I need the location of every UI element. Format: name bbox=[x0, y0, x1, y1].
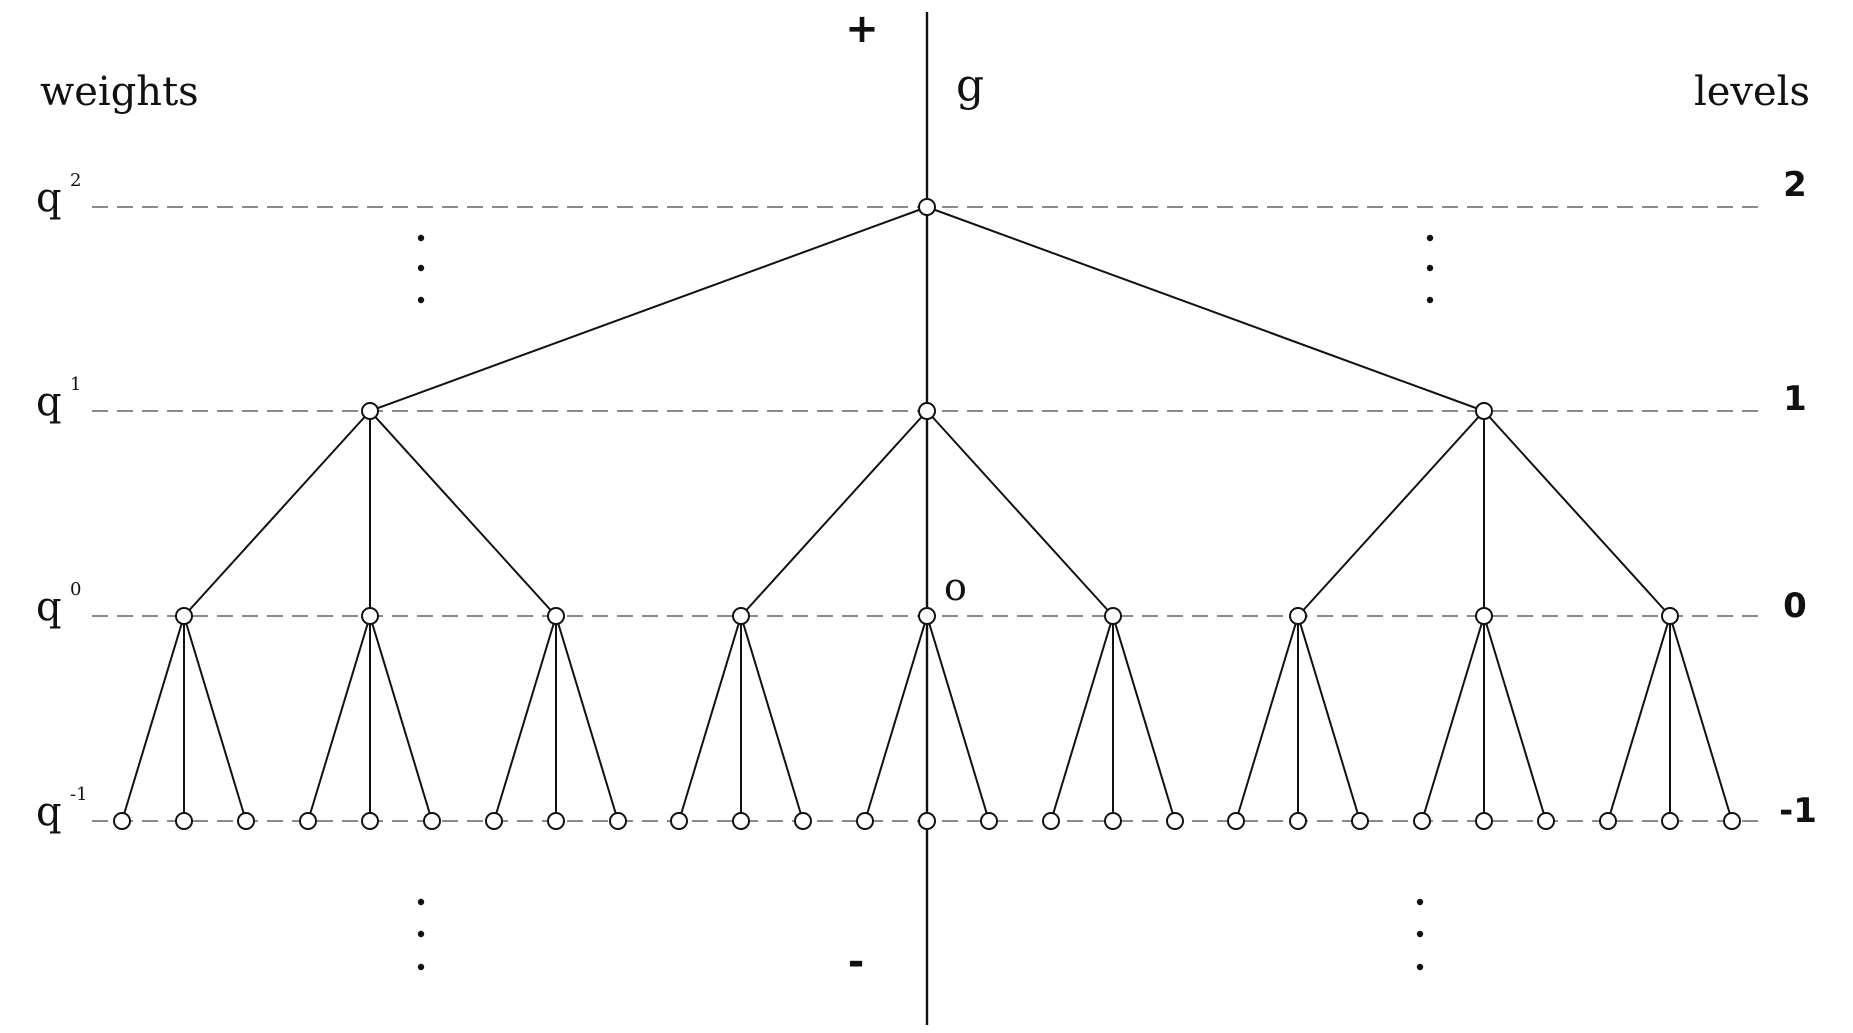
tree-edge bbox=[926, 615, 990, 822]
weight-label-q2: q 2 bbox=[36, 170, 81, 221]
tree-edge bbox=[926, 206, 1485, 412]
vertical-ellipsis-top-left bbox=[417, 234, 425, 304]
tree-edge bbox=[1235, 615, 1299, 822]
tree-node-level-minus-1 bbox=[1104, 812, 1122, 830]
tree-edge bbox=[555, 615, 619, 822]
tree-node-level-0 bbox=[918, 607, 936, 625]
tree-node-level-minus-1 bbox=[1537, 812, 1555, 830]
tree-node-level-minus-1 bbox=[1413, 812, 1431, 830]
plus-sign: + bbox=[845, 6, 879, 52]
tree-node-level-minus-1 bbox=[794, 812, 812, 830]
tree-edge bbox=[1483, 410, 1671, 617]
tree-node-level-minus-1 bbox=[1042, 812, 1060, 830]
tree-edge bbox=[183, 615, 247, 822]
tree-edge bbox=[493, 615, 557, 822]
weight-exponent: 2 bbox=[70, 170, 81, 191]
tree-node-level-minus-1 bbox=[1351, 812, 1369, 830]
weights-label: weights bbox=[40, 69, 199, 115]
tree-node-level-minus-1 bbox=[732, 812, 750, 830]
tree-node-level-minus-1 bbox=[1599, 812, 1617, 830]
weight-label-q1: q 1 bbox=[36, 374, 81, 425]
tree-edge bbox=[1050, 615, 1114, 822]
tree-node-level-minus-1 bbox=[856, 812, 874, 830]
minus-sign: - bbox=[848, 939, 865, 985]
tree-edge bbox=[1607, 615, 1671, 822]
weight-exponent: 0 bbox=[70, 579, 81, 600]
tree-node-level-minus-1 bbox=[670, 812, 688, 830]
tree-node-level-0 bbox=[1661, 607, 1679, 625]
tree-node-level-minus-1 bbox=[423, 812, 441, 830]
tree-nodes bbox=[113, 198, 1741, 830]
tree-node-level-minus-1 bbox=[1227, 812, 1245, 830]
tree-node-level-minus-1 bbox=[609, 812, 627, 830]
weight-base: q bbox=[36, 584, 62, 630]
tree-edge bbox=[1112, 615, 1176, 822]
tree-node-level-minus-1 bbox=[1166, 812, 1184, 830]
tree-node-level-0 bbox=[361, 607, 379, 625]
weight-label-q0: q 0 bbox=[36, 579, 81, 630]
weight-label-q-minus-1: q -1 bbox=[36, 784, 88, 835]
vertical-ellipsis-top-right bbox=[1426, 234, 1434, 304]
tree-edge bbox=[926, 410, 1114, 617]
tree-node-level-0 bbox=[1475, 607, 1493, 625]
tree-edge bbox=[1483, 615, 1547, 822]
tree-edge bbox=[1297, 615, 1361, 822]
tree-node-level-minus-1 bbox=[113, 812, 131, 830]
tree-node-level-0 bbox=[1289, 607, 1307, 625]
tree-edge bbox=[864, 615, 928, 822]
level-number-minus-1: -1 bbox=[1779, 791, 1817, 831]
level-number-1: 1 bbox=[1783, 379, 1807, 419]
tree-edge bbox=[1297, 410, 1485, 617]
tree-edge bbox=[369, 206, 928, 412]
weight-exponent: -1 bbox=[70, 784, 88, 805]
tree-node-level-minus-1 bbox=[237, 812, 255, 830]
tree-node-level-minus-1 bbox=[299, 812, 317, 830]
tree-node-level-minus-1 bbox=[547, 812, 565, 830]
origin-label: o bbox=[944, 565, 967, 609]
tree-edge bbox=[121, 615, 185, 822]
tree-node-level-0 bbox=[732, 607, 750, 625]
tree-node-level-minus-1 bbox=[485, 812, 503, 830]
tree-edge bbox=[1421, 615, 1485, 822]
tree-edge bbox=[1669, 615, 1733, 822]
level-number-0: 0 bbox=[1783, 586, 1807, 626]
tree-node-level-minus-1 bbox=[1723, 812, 1741, 830]
tree-edge bbox=[369, 410, 557, 617]
tree-node-level-0 bbox=[1104, 607, 1122, 625]
tree-node-level-minus-1 bbox=[1289, 812, 1307, 830]
tree-edge bbox=[307, 615, 371, 822]
weight-base: q bbox=[36, 175, 62, 221]
vertical-ellipsis-bottom-right bbox=[1416, 898, 1424, 971]
tree-node-level-1 bbox=[361, 402, 379, 420]
tree-edge bbox=[740, 410, 928, 617]
tree-edge bbox=[740, 615, 804, 822]
tree-edges bbox=[121, 206, 1733, 822]
tree-node-level-minus-1 bbox=[1661, 812, 1679, 830]
tree-node-level-minus-1 bbox=[361, 812, 379, 830]
tree-node-level-minus-1 bbox=[1475, 812, 1493, 830]
tree-node-level-0 bbox=[175, 607, 193, 625]
tree-edge bbox=[678, 615, 742, 822]
tree-node-level-minus-1 bbox=[918, 812, 936, 830]
tree-node-level-1 bbox=[1475, 402, 1493, 420]
tree-node-level-minus-1 bbox=[980, 812, 998, 830]
level-number-2: 2 bbox=[1783, 165, 1807, 205]
weight-exponent: 1 bbox=[70, 374, 81, 395]
tree-edge bbox=[183, 410, 371, 617]
vertical-ellipsis-bottom-left bbox=[417, 898, 425, 971]
tree-edge bbox=[369, 615, 433, 822]
weight-base: q bbox=[36, 379, 62, 425]
weight-base: q bbox=[36, 789, 62, 835]
axis-label: g bbox=[956, 60, 984, 111]
levels-label: levels bbox=[1694, 69, 1810, 115]
tree-node-level-2 bbox=[918, 198, 936, 216]
continuation-dots bbox=[417, 234, 1434, 971]
tree-node-level-minus-1 bbox=[175, 812, 193, 830]
tree-node-level-1 bbox=[918, 402, 936, 420]
tree-node-level-0 bbox=[547, 607, 565, 625]
